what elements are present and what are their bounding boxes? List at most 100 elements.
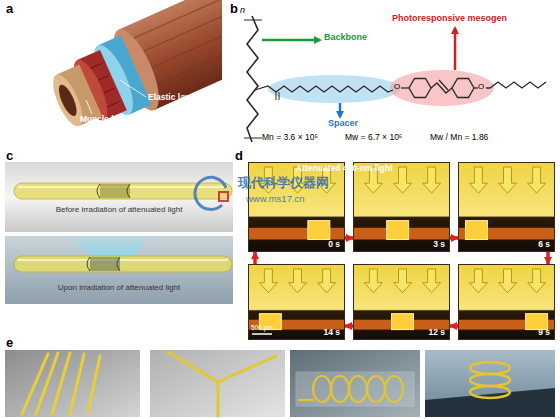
spiral-loop bbox=[313, 376, 331, 402]
leader-line bbox=[120, 80, 146, 97]
light-arrow bbox=[364, 167, 382, 193]
watermark-logo bbox=[195, 177, 226, 209]
light-arrow bbox=[499, 269, 517, 293]
panel-letter: b bbox=[230, 2, 238, 16]
structure-label: Photoresponsive mesogen bbox=[392, 14, 507, 24]
helix-fiber bbox=[470, 362, 510, 398]
light-arrow bbox=[499, 167, 517, 193]
leader-line bbox=[86, 100, 92, 114]
video-frame: 3 s bbox=[353, 162, 450, 252]
photo-background bbox=[5, 350, 140, 417]
watermark: 现代科学仪器网 bbox=[238, 176, 329, 190]
time-stamp: 9 s bbox=[538, 328, 550, 337]
panel-letter: a bbox=[6, 2, 13, 16]
watermark: www.ms17.cn bbox=[246, 194, 305, 204]
sequence-arrow bbox=[546, 252, 550, 264]
liquid-slug bbox=[465, 221, 487, 240]
vessel-lumen bbox=[55, 82, 80, 118]
light-arrow bbox=[318, 269, 336, 293]
molecular-weight: Mn = 3.6 × 10⁵ bbox=[262, 133, 318, 142]
light-arrow bbox=[364, 269, 382, 293]
light-arrow bbox=[394, 269, 412, 293]
render-caption: Upon irradiation of attenuated light bbox=[5, 284, 233, 293]
sequence-arrow bbox=[345, 324, 353, 328]
layer-label: Elastic layer bbox=[148, 93, 198, 102]
carbonyl-bond bbox=[276, 92, 279, 100]
time-stamp: 3 s bbox=[433, 240, 445, 249]
benzene-ring bbox=[452, 79, 474, 98]
light-label: Attenuated 470-nm light bbox=[296, 164, 393, 173]
spiral-loop bbox=[331, 376, 349, 402]
video-frame: 12 s bbox=[353, 264, 450, 340]
panel-letter: c bbox=[6, 149, 13, 163]
tube bbox=[14, 256, 232, 272]
photo-background bbox=[290, 350, 420, 417]
channel bbox=[249, 228, 345, 240]
mesogen-arrow bbox=[454, 28, 457, 70]
render-caption: Before irradiation of attenuated light bbox=[5, 206, 233, 215]
atom-symbol: O bbox=[478, 83, 484, 92]
azo-bond bbox=[431, 80, 452, 93]
watermark-logo bbox=[219, 192, 228, 201]
spiral-loop bbox=[367, 376, 385, 402]
light-arrow bbox=[289, 167, 307, 193]
video-frame: 9 s bbox=[458, 264, 555, 340]
structure-label: Spacer bbox=[328, 119, 358, 129]
repeat-index: n bbox=[240, 6, 245, 16]
meniscus bbox=[87, 257, 120, 271]
light-arrow bbox=[528, 269, 546, 293]
liquid-slug bbox=[387, 221, 409, 240]
frame-interior bbox=[354, 163, 450, 252]
video-frame: 6 s bbox=[458, 162, 555, 252]
benzene-ring bbox=[409, 79, 431, 98]
photo-background bbox=[150, 350, 285, 417]
photo-background bbox=[425, 350, 555, 417]
liquid-slug bbox=[308, 221, 330, 240]
spiral-fiber bbox=[298, 376, 403, 402]
sequence-arrow bbox=[450, 236, 458, 240]
repeat-bracket bbox=[244, 20, 262, 138]
support-block bbox=[425, 388, 555, 417]
meniscus bbox=[97, 184, 130, 198]
liquid-slug bbox=[259, 314, 281, 330]
alkyl-spacer bbox=[255, 86, 393, 92]
spiral-loop bbox=[385, 376, 403, 402]
liquid-slug bbox=[100, 184, 130, 198]
vessel-body bbox=[41, 0, 222, 145]
time-stamp: 6 s bbox=[538, 240, 550, 249]
light-arrow bbox=[423, 269, 441, 293]
helix-turn bbox=[470, 386, 510, 398]
tube bbox=[14, 183, 232, 199]
vessel-illustration bbox=[41, 0, 222, 145]
scale-label: 500 μm bbox=[251, 324, 273, 331]
panel-letter: e bbox=[6, 336, 13, 350]
tube-highlight bbox=[18, 259, 228, 261]
time-stamp: 0 s bbox=[328, 240, 340, 249]
light-arrow bbox=[289, 269, 307, 293]
sequence-arrow bbox=[253, 252, 257, 264]
time-stamp: 14 s bbox=[323, 328, 340, 337]
light-arrow bbox=[318, 167, 336, 193]
render-background bbox=[5, 236, 233, 304]
light-arrow bbox=[528, 167, 546, 193]
fiber-rods bbox=[22, 353, 100, 414]
glass-slide bbox=[296, 372, 414, 406]
render-background bbox=[5, 162, 233, 232]
layer-label: Muscle layer bbox=[80, 115, 131, 124]
molecular-weight: Mw / Mn = 1.86 bbox=[430, 133, 488, 142]
light-arrow bbox=[259, 269, 277, 293]
helix-turn bbox=[470, 374, 510, 386]
light-arrow bbox=[394, 167, 412, 193]
alkyl-tail bbox=[486, 82, 546, 88]
backbone-arrow bbox=[262, 39, 320, 42]
structure-label: Backbone bbox=[324, 33, 367, 43]
mesogen-highlight bbox=[390, 70, 494, 106]
spacer-arrow bbox=[339, 103, 342, 117]
molecular-weight: Mw = 6.7 × 10⁵ bbox=[345, 133, 402, 142]
time-stamp: 12 s bbox=[428, 328, 445, 337]
ether-bond bbox=[401, 87, 409, 88]
light-arrow bbox=[469, 269, 487, 293]
liquid-slug bbox=[90, 257, 120, 271]
ether-bond bbox=[474, 87, 478, 88]
